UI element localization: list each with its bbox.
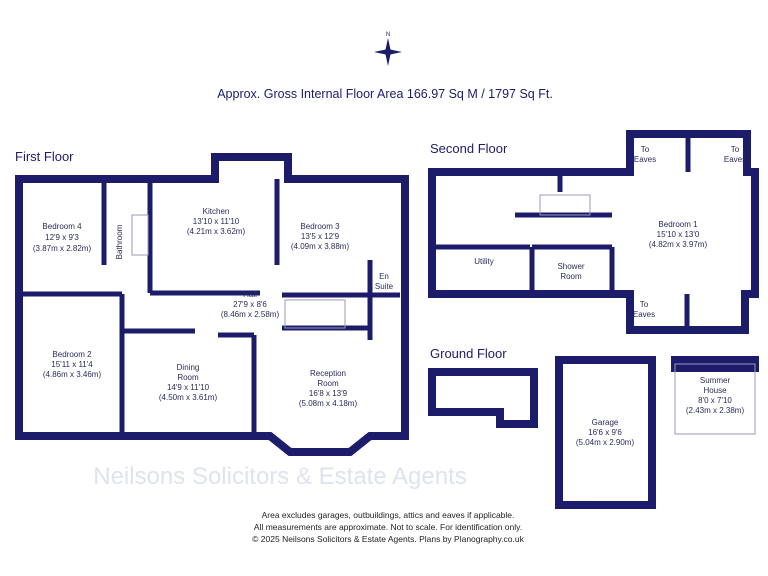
room-name: Eaves xyxy=(724,155,746,164)
second-floor: Second Floor Bedroom 1 15'10 x 13'0 (4.8… xyxy=(428,130,759,334)
compass-rose-icon: N xyxy=(374,32,402,66)
room-name: En xyxy=(379,272,389,281)
room-name: Eaves xyxy=(634,155,656,164)
room-dims-imperial: 15'11 x 11'4 xyxy=(51,360,93,369)
room-name: Kitchen xyxy=(203,207,230,216)
room-name: Bedroom 1 xyxy=(658,220,698,229)
first-floor: First Floor Bedroom 4 12'9 x 9'3 (3.87m … xyxy=(15,149,409,456)
room-dims-imperial: 16'6 x 9'6 xyxy=(588,428,622,437)
room-dims-metric: (5.08m x 4.18m) xyxy=(299,399,358,408)
floor-label: First Floor xyxy=(15,149,74,164)
room-dims-metric: (5.04m x 2.90m) xyxy=(576,438,635,447)
room-name: Reception xyxy=(310,369,346,378)
floor-label: Second Floor xyxy=(430,141,508,156)
room-dims-imperial: 16'8 x 13'9 xyxy=(309,389,348,398)
room-name: Room xyxy=(317,379,339,388)
room-dims-metric: (4.82m x 3.97m) xyxy=(649,240,708,249)
room-dims-metric: (4.09m x 3.88m) xyxy=(291,242,350,251)
room-name: Bedroom 2 xyxy=(52,350,92,359)
garage-outline xyxy=(555,356,656,509)
room-dims-imperial: 8'0 x 7'10 xyxy=(698,396,732,405)
room-name: Bedroom 3 xyxy=(300,222,340,231)
footer-line: All measurements are approximate. Not to… xyxy=(254,522,522,532)
room-name: Eaves xyxy=(633,310,655,319)
watermark: Neilsons Solicitors & Estate Agents xyxy=(93,463,467,490)
room-dims-metric: (3.87m x 2.82m) xyxy=(33,244,92,253)
room-dims-metric: (4.86m x 3.46m) xyxy=(43,370,102,379)
room-name: Garage xyxy=(592,418,619,427)
room-dims-imperial: 13'5 x 12'9 xyxy=(301,232,340,241)
room-name: Hall xyxy=(243,290,257,299)
stairwell-outline xyxy=(428,368,538,428)
room-name: Dining xyxy=(177,363,200,372)
room-dims-metric: (2.43m x 2.38m) xyxy=(686,406,745,415)
room-dims-imperial: 27'9 x 8'6 xyxy=(233,300,267,309)
room-dims-metric: (8.46m x 2.58m) xyxy=(221,310,280,319)
footer-notes: Area excludes garages, outbuildings, att… xyxy=(252,510,524,544)
room-dims-imperial: 13'10 x 11'10 xyxy=(193,217,240,226)
room-name: Room xyxy=(560,272,582,281)
footer-line: Area excludes garages, outbuildings, att… xyxy=(262,510,515,520)
room-name: To xyxy=(641,145,650,154)
svg-text:N: N xyxy=(386,32,390,38)
room-name: Bathroom xyxy=(115,224,124,259)
floor-label: Ground Floor xyxy=(430,346,507,361)
room-name: House xyxy=(703,386,727,395)
room-dims-imperial: 15'10 x 13'0 xyxy=(657,230,700,239)
room-name: To xyxy=(731,145,740,154)
room-name: Suite xyxy=(375,282,394,291)
room-dims-metric: (4.50m x 3.61m) xyxy=(159,393,218,402)
first-floor-outline xyxy=(15,153,409,456)
ground-floor: Ground Floor Garage 16'6 x 9'6 (5.04m x … xyxy=(428,346,759,509)
footer-line: © 2025 Neilsons Solicitors & Estate Agen… xyxy=(252,534,524,544)
room-dims-metric: (4.21m x 3.62m) xyxy=(187,227,246,236)
room-dims-imperial: 12'9 x 9'3 xyxy=(45,233,79,242)
floor-area-title: Approx. Gross Internal Floor Area 166.97… xyxy=(217,87,553,101)
room-name: Summer xyxy=(700,376,731,385)
room-name: To xyxy=(640,300,649,309)
room-name: Utility xyxy=(474,257,494,266)
room-name: Shower xyxy=(557,262,584,271)
room-name: Bedroom 4 xyxy=(42,222,82,231)
room-dims-imperial: 14'9 x 11'10 xyxy=(167,383,210,392)
room-name: Room xyxy=(177,373,199,382)
second-floor-outline xyxy=(428,130,759,334)
